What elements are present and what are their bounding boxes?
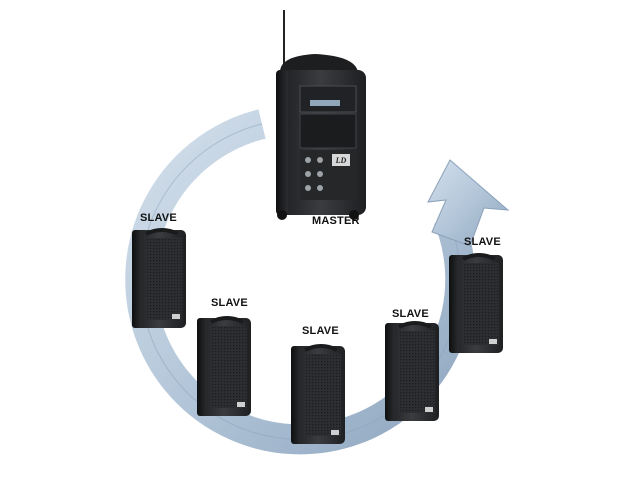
slave-speaker-2 [197, 316, 251, 416]
master-speaker: LD [276, 10, 366, 220]
slave-speaker-4 [385, 321, 439, 421]
arrow-head [427, 159, 510, 247]
slave-speaker-3 [291, 344, 345, 444]
slave-label-3: SLAVE [302, 325, 339, 337]
slave-speaker-5 [449, 253, 503, 353]
slave-label-2: SLAVE [211, 297, 248, 309]
slave-label-4: SLAVE [392, 308, 429, 320]
slave-speaker-1 [132, 228, 186, 328]
master-logo: LD [335, 156, 347, 165]
master-label: MASTER [312, 215, 360, 227]
slave-label-1: SLAVE [140, 212, 177, 224]
slave-label-5: SLAVE [464, 236, 501, 248]
